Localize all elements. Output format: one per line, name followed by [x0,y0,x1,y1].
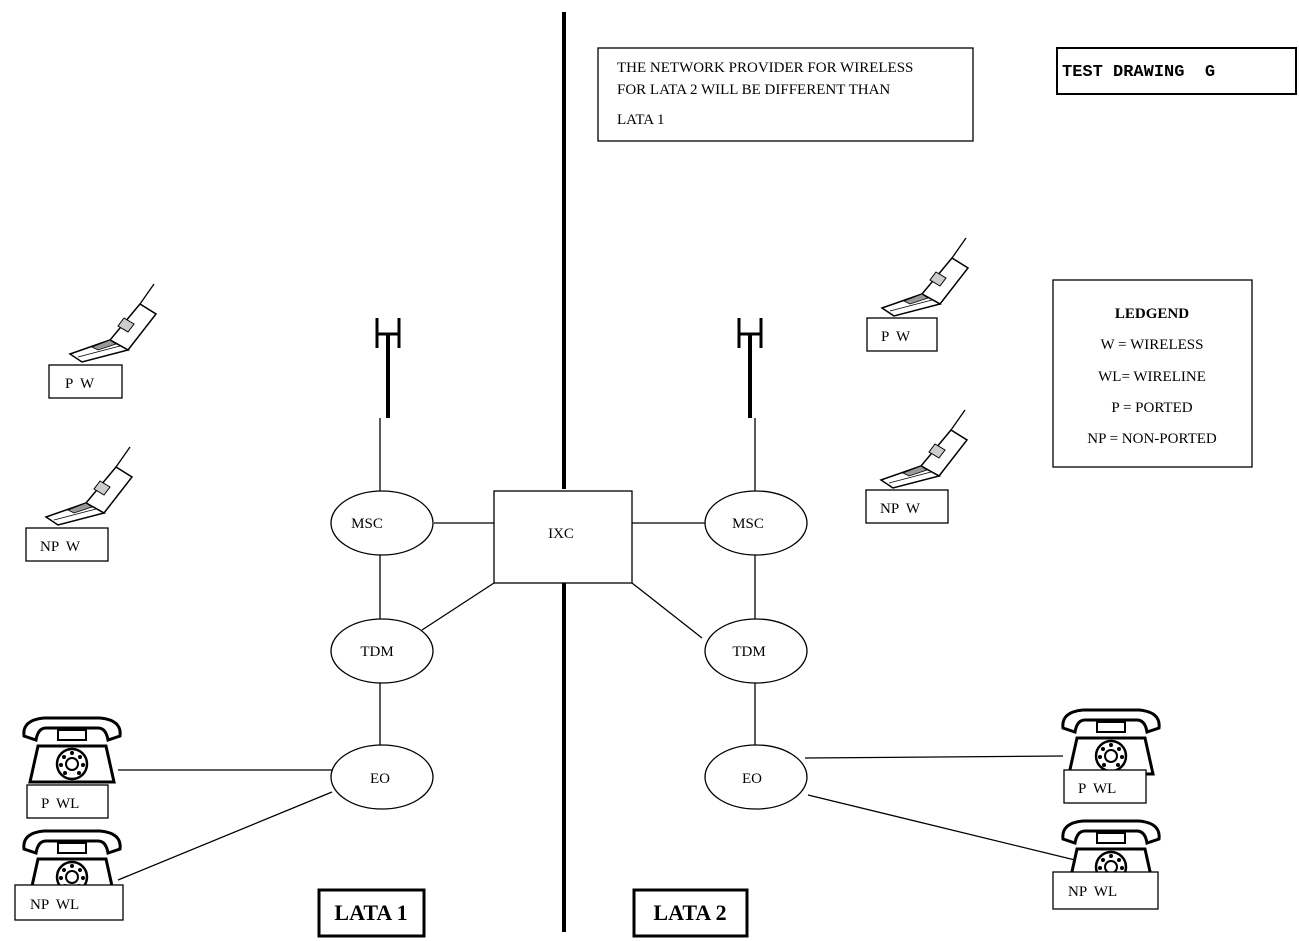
note-line-2: FOR LATA 2 WILL BE DIFFERENT THAN [617,82,890,98]
page-title: TEST DRAWING G [1062,63,1215,82]
svg-text:NP WL: NP WL [30,897,79,913]
legend-item-wireless: W = WIRELESS [1101,337,1204,353]
msc-right-label: MSC [732,516,764,532]
eo-left-label: EO [370,771,390,787]
svg-text:LATA 1: LATA 1 [334,900,407,925]
legend-item-ported: P = PORTED [1111,400,1192,416]
cell-phone-icon [69,283,157,363]
msc-right-node: MSC [704,490,808,556]
device-label-right-cell-2: NP W [865,489,949,524]
eo-right-node: EO [704,744,808,810]
msc-left-node: MSC [330,490,434,556]
tdm-left-label: TDM [360,644,393,660]
svg-text:NP W: NP W [40,539,81,555]
desk-phone-icon [22,716,122,784]
desk-phone-icon [1061,708,1161,776]
eo-left-node: EO [330,744,434,810]
lata-1-label: LATA 1 [317,888,426,938]
lata-2-label: LATA 2 [632,888,749,938]
svg-text:LATA 2: LATA 2 [653,900,726,925]
eo-right-label: EO [742,771,762,787]
note-line-1: THE NETWORK PROVIDER FOR WIRELESS [617,60,913,76]
msc-left-label: MSC [351,516,383,532]
connections [117,418,1076,881]
device-label-right-phone-2: NP WL [1052,871,1159,910]
antenna-icon [737,316,763,420]
device-label-right-cell-1: P W [866,317,938,352]
svg-text:P WL: P WL [1078,781,1116,797]
note-line-3: LATA 1 [617,112,665,128]
antenna-icon [375,316,401,420]
legend: LEDGEND W = WIRELESS WL= WIRELINE P = PO… [1052,279,1253,468]
tdm-right-node: TDM [704,618,808,684]
tdm-right-label: TDM [732,644,765,660]
device-label-left-cell-2: NP W [25,527,109,562]
ixc-label: IXC [548,526,574,542]
svg-text:NP WL: NP WL [1068,884,1117,900]
device-label-left-cell-1: P W [48,364,123,399]
cell-phone-icon [881,237,969,317]
tdm-left-node: TDM [330,618,434,684]
device-label-left-phone-2: NP WL [14,884,124,921]
svg-text:P W: P W [65,376,95,392]
cell-phone-icon [880,409,968,489]
legend-item-wireline: WL= WIRELINE [1098,369,1206,385]
legend-heading: LEDGEND [1115,306,1189,322]
cell-phone-icon [45,446,133,526]
ixc-node: IXC [493,490,633,584]
legend-item-non-ported: NP = NON-PORTED [1087,431,1217,447]
svg-text:P WL: P WL [41,796,79,812]
provider-note: THE NETWORK PROVIDER FOR WIRELESS FOR LA… [597,47,974,142]
svg-text:P W: P W [881,329,911,345]
device-label-right-phone-1: P WL [1063,769,1147,804]
device-label-left-phone-1: P WL [26,784,109,819]
svg-text:NP W: NP W [880,501,921,517]
title-box: TEST DRAWING G [1056,47,1297,95]
